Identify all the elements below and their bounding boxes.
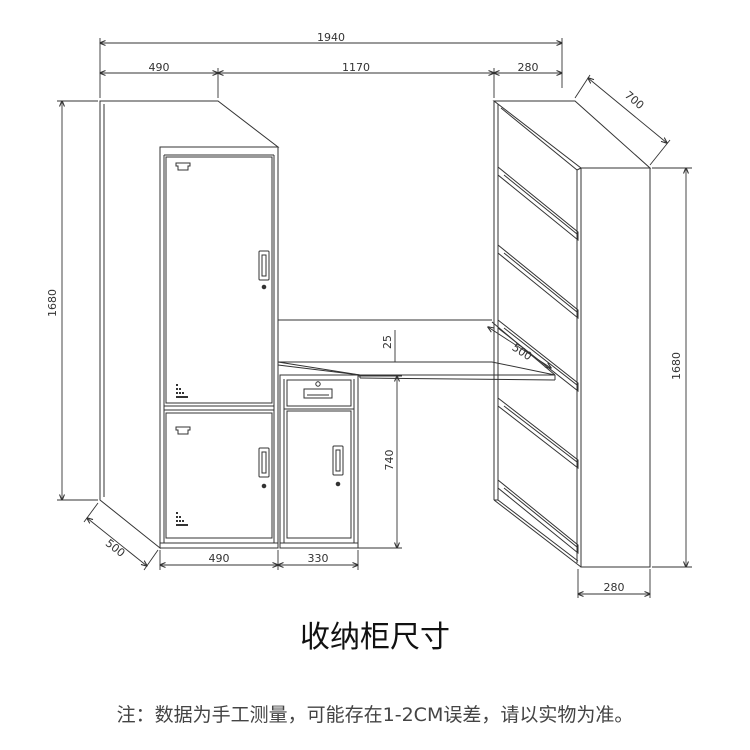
drawer-unit-door	[287, 411, 351, 538]
lower-lock-dot	[261, 483, 267, 489]
upper-locker-door	[166, 157, 272, 403]
dim-middle-width: 1170	[342, 61, 370, 74]
measurement-note: 注：数据为手工测量，可能存在1-2CM误差，请以实物为准。	[116, 704, 634, 726]
dim-right-width: 280	[518, 61, 539, 74]
dim-desk-thickness: 25	[381, 335, 394, 349]
lower-label-holder	[176, 427, 190, 434]
dim-left-height: 1680	[46, 289, 59, 317]
cabinet-dimension-drawing: 1940 490 1170 280 700 1680 1680 500 500 …	[46, 31, 750, 600]
dim-right-height: 1680	[670, 352, 683, 380]
upper-lock-dot	[261, 284, 267, 290]
vent-marks	[176, 384, 188, 526]
dimension-lines	[57, 38, 692, 598]
upper-door-handle	[259, 251, 269, 280]
dim-drawer-unit-width: 330	[308, 552, 329, 565]
drawer-lock	[315, 381, 321, 387]
lower-door-handle	[259, 448, 269, 477]
drawer-unit	[280, 375, 358, 548]
dim-shelf-width: 280	[604, 581, 625, 594]
right-shelf-unit	[494, 101, 650, 567]
lower-locker-door	[166, 413, 272, 538]
drawer-unit-door-handle	[333, 446, 343, 475]
dim-desk-depth: 500	[510, 341, 535, 363]
dim-left-width: 490	[149, 61, 170, 74]
dim-desk-height: 740	[383, 450, 396, 471]
dim-left-depth: 500	[103, 537, 128, 560]
dim-total-width: 1940	[317, 31, 345, 44]
drawer-handle	[304, 389, 332, 398]
drawer-front	[287, 380, 351, 406]
left-locker-cabinet	[100, 101, 278, 548]
upper-label-holder	[176, 163, 190, 170]
dim-locker-width: 490	[209, 552, 230, 565]
page-title: 收纳柜尺寸	[300, 620, 450, 655]
